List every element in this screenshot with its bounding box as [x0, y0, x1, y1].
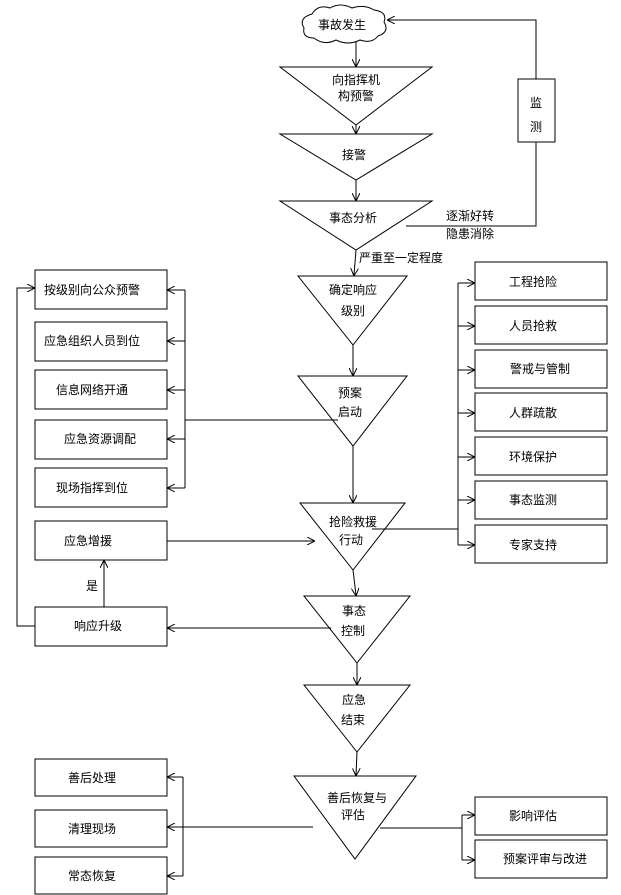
main-flow-arrows: [353, 42, 357, 775]
step-recovery-line1: 善后恢复与: [327, 790, 387, 805]
box-cleanup: 清理现场: [34, 809, 168, 848]
step-recovery: 善后恢复与 评估: [293, 775, 417, 860]
step-notify-command-line2: 构预警: [338, 88, 374, 103]
step-plan-start: 预案 启动: [296, 375, 409, 447]
step-rescue-line2: 行动: [339, 533, 363, 547]
box-environment: 环境保护: [474, 436, 608, 476]
step-end-line1: 应急: [342, 692, 366, 707]
step-recovery-line2: 评估: [341, 808, 365, 822]
recovery-branch-arrows: [168, 777, 474, 876]
box-upgrade-label: 响应升级: [74, 618, 122, 633]
start-cloud: 事故发生: [301, 4, 387, 44]
box-cordon: 警戒与管制: [474, 349, 608, 389]
box-expert: 专家支持: [474, 524, 608, 564]
box-onsite-command: 现场指挥到位: [34, 467, 168, 508]
monitor-label-1: 监: [530, 96, 542, 110]
step-end: 应急 结束: [302, 684, 412, 753]
step-level-line2: 级别: [341, 304, 365, 318]
step-receive-alarm-label: 接警: [342, 147, 366, 162]
box-reinforce: 应急增援: [34, 520, 168, 561]
label-severe: 严重至一定程度: [359, 250, 443, 265]
box-monitoring-label: 事态监测: [509, 493, 557, 507]
box-aftermath-label: 善后处理: [68, 770, 116, 785]
right-branch-arrows: [372, 283, 474, 545]
box-personnel-label: 应急组织人员到位: [44, 333, 140, 348]
box-public-warning-label: 按级别向公众预警: [44, 282, 140, 297]
box-upgrade: 响应升级: [34, 606, 168, 647]
box-cleanup-label: 清理现场: [68, 822, 116, 836]
step-control-line1: 事态: [342, 604, 366, 618]
box-resources-label: 应急资源调配: [64, 431, 136, 446]
box-plan-review: 预案评审与改进: [474, 839, 608, 879]
box-aftermath: 善后处理: [34, 758, 168, 797]
box-evacuation-label: 人群疏散: [509, 405, 557, 420]
box-impact-label: 影响评估: [509, 808, 557, 823]
step-notify-command-line1: 向指挥机: [332, 72, 380, 87]
upgrade-loop: [16, 288, 331, 628]
step-level: 确定响应 级别: [296, 275, 409, 346]
start-label: 事故发生: [318, 17, 366, 32]
box-public-warning: 按级别向公众预警: [34, 269, 168, 310]
box-monitoring: 事态监测: [474, 480, 608, 520]
step-analysis-label: 事态分析: [329, 211, 377, 225]
step-rescue-line1: 抢险救援: [329, 514, 377, 529]
step-rescue: 抢险救援 行动: [298, 502, 407, 571]
box-evacuation: 人群疏散: [474, 392, 608, 432]
box-expert-label: 专家支持: [509, 537, 557, 552]
box-engineering-label: 工程抢险: [509, 274, 557, 289]
left-branch-arrows: [168, 290, 338, 488]
box-rescue-people: 人员抢救: [474, 305, 608, 345]
box-engineering: 工程抢险: [474, 261, 608, 301]
box-reinforce-label: 应急增援: [64, 533, 112, 548]
box-network: 信息网络开通: [34, 369, 168, 410]
step-control-line2: 控制: [341, 624, 365, 638]
step-plan-start-line1: 预案: [338, 385, 362, 400]
step-analysis: 事态分析: [278, 200, 434, 251]
monitor-box: 监 测: [517, 78, 556, 143]
step-level-line1: 确定响应: [329, 282, 377, 297]
box-plan-review-label: 预案评审与改进: [503, 851, 587, 866]
box-cordon-label: 警戒与管制: [510, 361, 570, 376]
box-impact: 影响评估: [474, 796, 608, 836]
box-environment-label: 环境保护: [509, 449, 557, 464]
step-end-line2: 结束: [341, 713, 365, 727]
box-normal-label: 常态恢复: [68, 869, 116, 883]
box-resources: 应急资源调配: [34, 419, 168, 460]
step-control: 事态 控制: [302, 595, 412, 664]
feedback-loop: [388, 20, 537, 227]
box-rescue-people-label: 人员抢救: [509, 318, 557, 333]
label-yes: 是: [86, 579, 98, 593]
label-improving-1: 逐渐好转: [446, 208, 494, 223]
box-normal: 常态恢复: [34, 856, 168, 895]
monitor-label-2: 测: [530, 120, 542, 134]
box-onsite-command-label: 现场指挥到位: [56, 480, 128, 495]
label-improving-2: 隐患消除: [446, 226, 494, 241]
step-plan-start-line2: 启动: [338, 405, 362, 419]
step-notify-command: 向指挥机 构预警: [278, 66, 434, 126]
box-personnel: 应急组织人员到位: [34, 321, 168, 362]
box-network-label: 信息网络开通: [56, 382, 128, 397]
step-receive-alarm: 接警: [278, 133, 434, 181]
